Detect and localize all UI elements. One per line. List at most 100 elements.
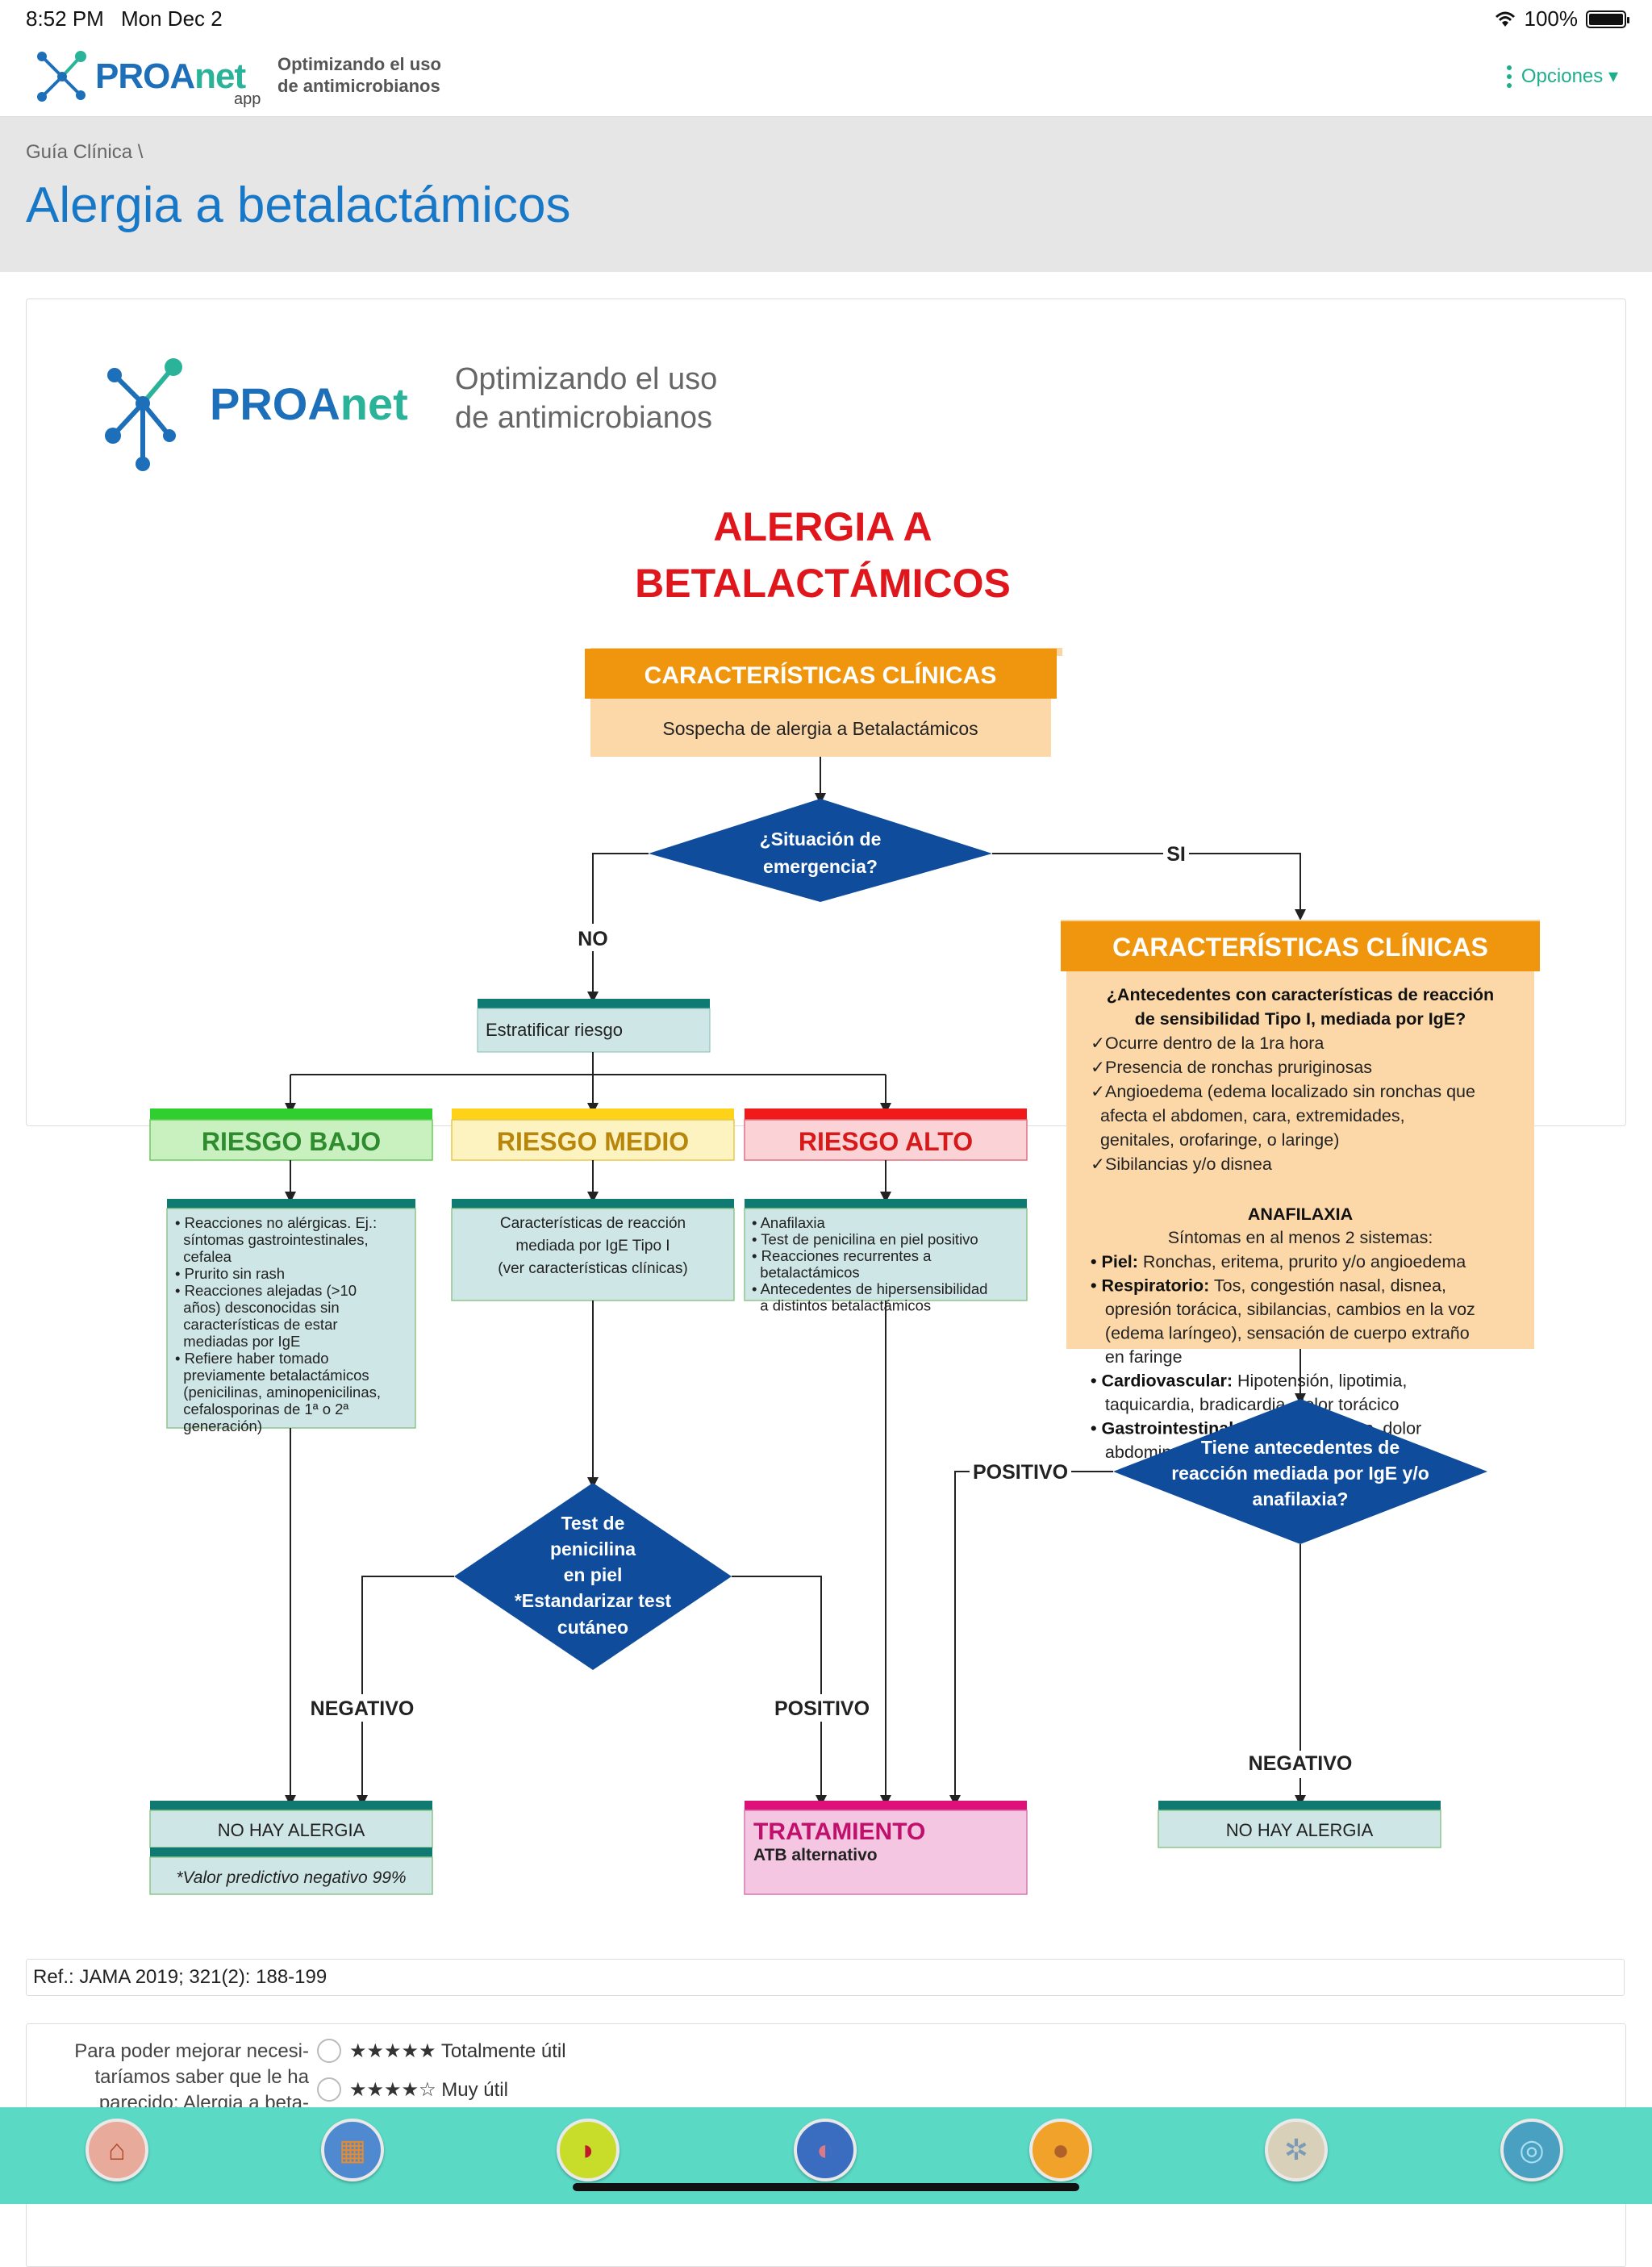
molecule-logo-icon — [37, 51, 86, 102]
positivo-label: POSITIVO — [774, 1697, 870, 1720]
anaphylaxis-item: • Piel: Ronchas, eritema, prurito y/o an… — [1091, 1252, 1466, 1271]
rating-label-4: ★★★★☆ Muy útil — [349, 2078, 508, 2101]
emergency-question-line1: ¿Situación de — [760, 829, 882, 850]
skin-test-line1: Test de — [561, 1513, 625, 1534]
risk-low-item: • Reacciones alejadas (>10 — [175, 1282, 357, 1299]
tab-bacteria[interactable]: ✲ — [1265, 2119, 1328, 2181]
options-menu-button[interactable]: Opciones ▾ — [1506, 65, 1618, 88]
risk-high-item: • Reacciones recurrentes a — [752, 1247, 932, 1264]
risk-low-item: generación) — [175, 1417, 262, 1434]
anaphylaxis-item: (edema laríngeo), sensación de cuerpo ex… — [1091, 1324, 1470, 1343]
risk-low-item: previamente betalactámicos — [175, 1367, 369, 1384]
risk-low-item: (penicilinas, aminopenicilinas, — [175, 1384, 381, 1401]
risk-mid-item: mediada por IgE Tipo I — [515, 1238, 670, 1255]
skin-test-line4: *Estandarizar test — [515, 1590, 672, 1611]
tab-home[interactable]: ⌂ — [86, 2119, 148, 2181]
liver-icon: ● — [1052, 2133, 1070, 2166]
figure-logo-tagline-1: Optimizando el uso — [455, 362, 717, 396]
app-logo[interactable]: PROAnet app — [34, 48, 261, 108]
ige-question-line1: ¿Antecedentes con características de rea… — [1107, 985, 1494, 1004]
kidney-icon: ◐ — [816, 2133, 834, 2166]
ige-symptom-item: ✓Ocurre dentro de la 1ra hora — [1091, 1033, 1324, 1053]
rating-option-4[interactable]: ★★★★☆ Muy útil — [317, 2077, 508, 2102]
pill-icon: ◗ — [579, 2133, 597, 2166]
title-band: Guía Clínica \ Alergia a betalactámicos — [0, 117, 1652, 272]
no-allergy-box-left: NO HAY ALERGIA *Valor predictivo negativ… — [149, 1801, 433, 1895]
ige-symptom-item: afecta el abdomen, cara, extremidades, — [1091, 1106, 1405, 1125]
risk-low-details: • Reacciones no alérgicas. Ej.: síntomas… — [166, 1199, 416, 1434]
treatment-sublabel: ATB alternativo — [753, 1846, 878, 1864]
wifi-icon — [1495, 11, 1515, 27]
calculator-icon: ▦ — [338, 2133, 366, 2166]
no-label: NO — [578, 928, 608, 950]
no-allergy-label-left: NO HAY ALERGIA — [218, 1820, 365, 1840]
figure-logo-tagline-2: de antimicrobianos — [455, 401, 712, 435]
anaphylaxis-item: taquicardia, bradicardia, dolor torácico — [1091, 1395, 1399, 1414]
risk-low-item: síntomas gastrointestinales, — [175, 1231, 369, 1248]
molecule-logo-icon — [105, 358, 182, 471]
skin-test-line5: cutáneo — [557, 1617, 628, 1638]
battery-icon — [1586, 10, 1629, 28]
ige-symptom-item: ✓Angioedema (edema localizado sin roncha… — [1091, 1082, 1475, 1101]
ige-symptom-item: genitales, orofaringe, o laringe) — [1091, 1130, 1339, 1150]
anaphylaxis-item: • Respiratorio: Tos, congestión nasal, d… — [1091, 1276, 1446, 1296]
radio-button[interactable] — [317, 2039, 341, 2063]
tab-liver[interactable]: ● — [1029, 2119, 1092, 2181]
options-label: Opciones ▾ — [1521, 65, 1618, 87]
anaphylaxis-item: en faringe — [1091, 1347, 1183, 1367]
risk-low-item: • Reacciones no alérgicas. Ej.: — [175, 1214, 377, 1231]
clinical-features-right-header: CARACTERÍSTICAS CLÍNICAS — [1112, 933, 1488, 962]
rating-option-5[interactable]: ★★★★★ Totalmente útil — [317, 2039, 566, 2063]
allergy-flowchart: PROAnet Optimizando el uso de antimicrob… — [105, 358, 1540, 1895]
stratify-risk-box: Estratificar riesgo — [477, 999, 711, 1053]
risk-low-item: • Refiere haber tomado — [175, 1350, 329, 1367]
home-icon: ⌂ — [108, 2133, 126, 2166]
page-title: Alergia a betalactámicos — [26, 177, 571, 233]
skin-test-line3: en piel — [564, 1564, 623, 1585]
figure-title-line1: ALERGIA A — [713, 504, 932, 549]
negative-predictive-value: *Valor predictivo negativo 99% — [176, 1868, 406, 1887]
risk-high-item: • Anafilaxia — [752, 1214, 826, 1231]
radio-button[interactable] — [317, 2077, 341, 2102]
skin-test-decision: Test de penicilina en piel *Estandarizar… — [454, 1483, 732, 1670]
ige-symptom-item: ✓Sibilancias y/o disnea — [1091, 1154, 1272, 1174]
risk-low-list: • Reacciones no alérgicas. Ej.: síntomas… — [175, 1214, 381, 1434]
more-vertical-icon — [1506, 65, 1512, 88]
tab-microbe[interactable]: ◎ — [1500, 2119, 1563, 2181]
negativo-label: NEGATIVO — [311, 1697, 415, 1720]
anaphylaxis-item: • Cardiovascular: Hipotensión, lipotimia… — [1091, 1371, 1407, 1391]
bacteria-icon: ✲ — [1283, 2133, 1309, 2166]
app-header: PROAnet app Optimizando el uso de antimi… — [0, 37, 1652, 117]
rating-label-5: ★★★★★ Totalmente útil — [349, 2039, 566, 2062]
no-allergy-box-right: NO HAY ALERGIA — [1158, 1801, 1441, 1848]
tab-drugs[interactable]: ◗ — [557, 2119, 620, 2181]
si-label: SI — [1166, 843, 1186, 866]
risk-high-item: betalactámicos — [752, 1264, 860, 1281]
risk-high-item: • Test de penicilina en piel positivo — [752, 1231, 978, 1248]
risk-low-item: mediadas por IgE — [175, 1333, 300, 1350]
ige-history-decision: Tiene antecedentes de reacción mediada p… — [1113, 1399, 1487, 1544]
status-date: Mon Dec 2 — [121, 6, 223, 31]
clinical-features-box-right: CARACTERÍSTICAS CLÍNICAS ¿Antecedentes c… — [1061, 920, 1540, 1462]
anaphylaxis-item: opresión torácica, sibilancias, cambios … — [1091, 1300, 1475, 1319]
tab-kidney[interactable]: ◐ — [794, 2119, 857, 2181]
negativo-label-right: NEGATIVO — [1249, 1752, 1353, 1775]
risk-low-item: cefalosporinas de 1ª o 2ª — [175, 1401, 348, 1417]
treatment-label: TRATAMIENTO — [753, 1818, 925, 1845]
ige-history-line3: anafilaxia? — [1253, 1488, 1349, 1509]
anaphylaxis-subtitle: Síntomas en al menos 2 sistemas: — [1168, 1228, 1433, 1247]
risk-high-item: a distintos betalactámicos — [752, 1297, 931, 1314]
feedback-prompt: Para poder mejorar necesi- taríamos sabe… — [74, 2040, 309, 2114]
breadcrumb[interactable]: Guía Clínica \ — [26, 141, 144, 163]
app-name: PROAnet — [95, 56, 246, 96]
no-allergy-label-right: NO HAY ALERGIA — [1226, 1820, 1374, 1840]
stratify-risk-label: Estratificar riesgo — [486, 1020, 623, 1040]
ige-history-line1: Tiene antecedentes de — [1201, 1437, 1400, 1458]
reference: Ref.: JAMA 2019; 321(2): 188-199 — [26, 1959, 1625, 1996]
treatment-box: TRATAMIENTO ATB alternativo — [744, 1801, 1028, 1895]
tab-calculator[interactable]: ▦ — [321, 2119, 384, 2181]
status-time: 8:52 PM — [26, 6, 104, 31]
anaphylaxis-title: ANAFILAXIA — [1248, 1204, 1353, 1224]
